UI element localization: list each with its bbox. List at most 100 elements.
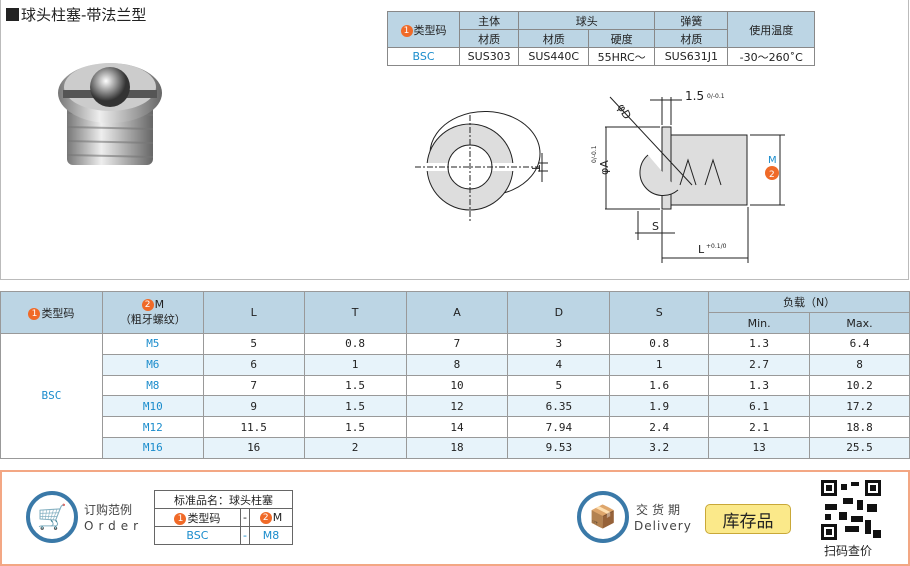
value-cell: 1.3 — [708, 333, 811, 355]
ball-header: 球头 — [518, 11, 656, 30]
dim-T: T — [529, 164, 542, 172]
value-cell: 1.9 — [609, 395, 710, 418]
value-cell: 1.5 — [303, 395, 407, 418]
value-cell: 6 — [202, 353, 305, 376]
type-code-cell: BSC — [0, 333, 103, 459]
num2-text: 2 — [769, 170, 775, 180]
num2-badge: 2 — [259, 512, 272, 524]
D-header: D — [507, 291, 611, 334]
value-cell: 1.3 — [708, 374, 811, 397]
dim-S: S — [652, 220, 659, 233]
page-title: 球头柱塞-带法兰型 — [6, 4, 146, 25]
material-header: 材质 — [518, 29, 590, 48]
dash: - — [239, 526, 250, 545]
value-cell: 7 — [202, 374, 305, 397]
value-cell: 7.94 — [507, 416, 611, 438]
m-size-cell: M16 — [101, 436, 204, 459]
load-header: 负载（N） — [708, 291, 910, 313]
value-cell: 3 — [507, 333, 611, 355]
cart-icon: 🛒 — [26, 491, 78, 543]
value-cell: 6.4 — [809, 333, 910, 355]
min-header: Min. — [708, 312, 811, 334]
value-cell: 2.1 — [708, 416, 811, 438]
value-cell: 16 — [202, 436, 305, 459]
label: M — [272, 511, 283, 524]
value-cell: 6.1 — [708, 395, 811, 418]
value-cell: 2.4 — [609, 416, 710, 438]
body-material-cell: SUS303 — [458, 47, 520, 66]
body-header: 主体 — [458, 11, 520, 30]
value-cell: 18.8 — [809, 416, 910, 438]
value-cell: 13 — [708, 436, 811, 459]
value-cell: 3.2 — [609, 436, 710, 459]
ball-hardness-cell: 55HRC～ — [588, 47, 656, 66]
value-cell: 2.7 — [708, 353, 811, 376]
tolerance-L: +0.1/0 — [706, 243, 727, 250]
standard-name: 标准品名：球头柱塞 — [154, 490, 293, 509]
spring-header: 弹簧 — [654, 11, 729, 30]
value-cell: 10 — [405, 374, 509, 397]
product-photo — [58, 63, 162, 165]
title-text: 球头柱塞-带法兰型 — [21, 6, 147, 24]
qr-label: 扫码查价 — [824, 544, 873, 558]
example-m: M8 — [248, 526, 294, 545]
temp-header: 使用温度 — [727, 11, 815, 48]
value-cell: 17.2 — [809, 395, 910, 418]
value-cell: 1 — [303, 353, 407, 376]
value-cell: 6.35 — [507, 395, 611, 418]
example-type: BSC — [154, 526, 241, 545]
value-cell: 14 — [405, 416, 509, 438]
value-cell: 12 — [405, 395, 509, 418]
label: （粗牙螺纹） — [119, 313, 186, 326]
label: M — [154, 298, 165, 311]
value-cell: 5 — [202, 333, 305, 355]
S-header: S — [609, 291, 710, 334]
value-cell: 0.8 — [609, 333, 710, 355]
material-header: 材质 — [654, 29, 729, 48]
value-cell: 1.6 — [609, 374, 710, 397]
value-cell: 1.5 — [303, 374, 407, 397]
value-cell: 10.2 — [809, 374, 910, 397]
value-cell: 8 — [809, 353, 910, 376]
dim-1.5: 1.5 — [685, 89, 704, 103]
value-cell: 1.5 — [303, 416, 407, 438]
num2-badge — [765, 166, 779, 180]
footer-panel — [0, 470, 910, 566]
value-cell: 9.53 — [507, 436, 611, 459]
order-label-en: Order — [84, 519, 144, 533]
label: 类型码 — [41, 306, 75, 320]
value-cell: 1 — [609, 353, 710, 376]
spring-material-cell: SUS631J1 — [654, 47, 729, 66]
temp-cell: -30～260˚C — [727, 47, 815, 66]
technical-drawing: T φD 1.5 0/-0.1 φA 0/-0.1 2 M S L +0.1/0 — [415, 89, 785, 263]
label: 类型码 — [413, 23, 447, 37]
m-size-cell: M10 — [101, 395, 204, 418]
num1-badge: 1 — [28, 307, 41, 320]
delivery-label-en: Delivery — [634, 519, 692, 533]
tolerance-1.5: 0/-0.1 — [707, 93, 725, 100]
m-size-cell: M6 — [101, 353, 204, 376]
order-example-label: 订购范例 — [84, 503, 133, 517]
value-cell: 25.5 — [809, 436, 910, 459]
qr-code-icon[interactable] — [821, 480, 881, 540]
value-cell: 4 — [507, 353, 611, 376]
top-section — [0, 0, 909, 280]
value-cell: 9 — [202, 395, 305, 418]
A-header: A — [405, 291, 509, 334]
m-size-cell: M8 — [101, 374, 204, 397]
T-header: T — [303, 291, 407, 334]
value-cell: 0.8 — [303, 333, 407, 355]
value-cell: 2 — [303, 436, 407, 459]
dim-L: L — [698, 243, 705, 256]
box-icon: 📦 — [577, 491, 629, 543]
delivery-label: 交货期 — [636, 503, 685, 517]
L-header: L — [202, 291, 305, 334]
